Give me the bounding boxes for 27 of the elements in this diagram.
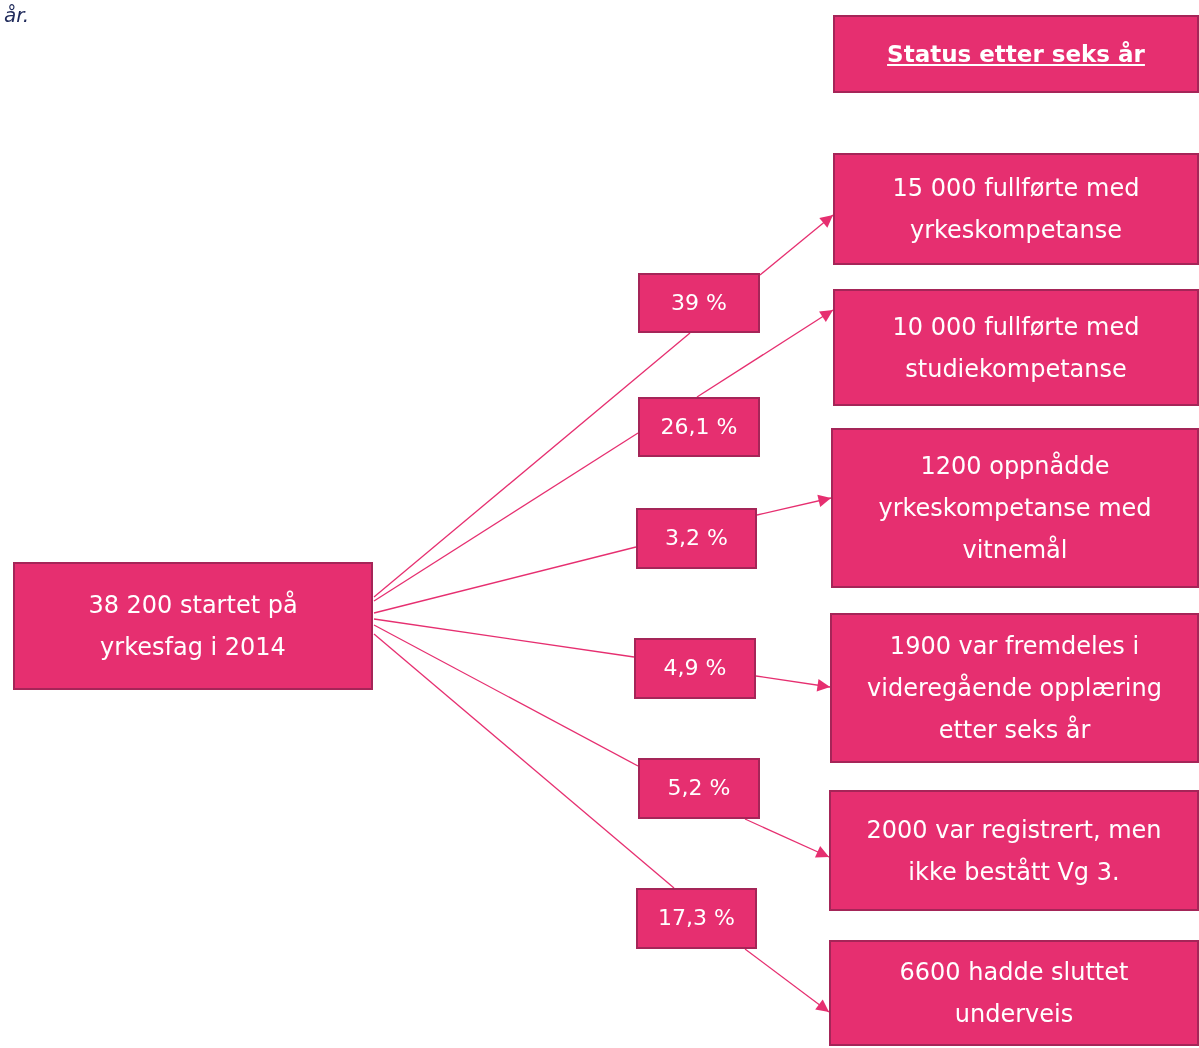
arrow (696, 309, 834, 398)
percentage-box: 5,2 % (638, 758, 760, 819)
arrow (755, 675, 831, 692)
percentage-box: 39 % (638, 273, 760, 333)
outcome-box: 6600 hadde sluttet underveis (829, 940, 1199, 1046)
connector-line (373, 633, 675, 889)
percentage-box: 3,2 % (636, 508, 757, 569)
connector-line (373, 432, 639, 602)
note-text: år. (4, 2, 29, 28)
outcome-box: 1900 var fremdeles i videregående opplæring etter seks år (830, 613, 1199, 763)
percentage-box: 17,3 % (636, 888, 757, 949)
arrow (759, 214, 834, 276)
arrow (744, 948, 830, 1013)
outcome-box: 1200 oppnådde yrkeskompetanse med vitnemål (831, 428, 1199, 588)
percentage-box: 26,1 % (638, 397, 760, 457)
connector-line (373, 546, 637, 614)
outcome-box: 2000 var registrert, men ikke bestått Vg 3. (829, 790, 1199, 911)
heading-box: Status etter seks år (833, 15, 1199, 93)
arrow (744, 818, 830, 858)
outcome-box: 15 000 fullførte med yrkeskompetanse (833, 153, 1199, 265)
percentage-box: 4,9 % (634, 638, 756, 699)
start-box: 38 200 startet på yrkesfag i 2014 (13, 562, 373, 690)
connector-line (373, 332, 691, 598)
outcome-box: 10 000 fullførte med studiekompetanse (833, 289, 1199, 406)
connector-line (373, 618, 635, 658)
arrow (756, 494, 832, 516)
connector-line (373, 624, 639, 767)
